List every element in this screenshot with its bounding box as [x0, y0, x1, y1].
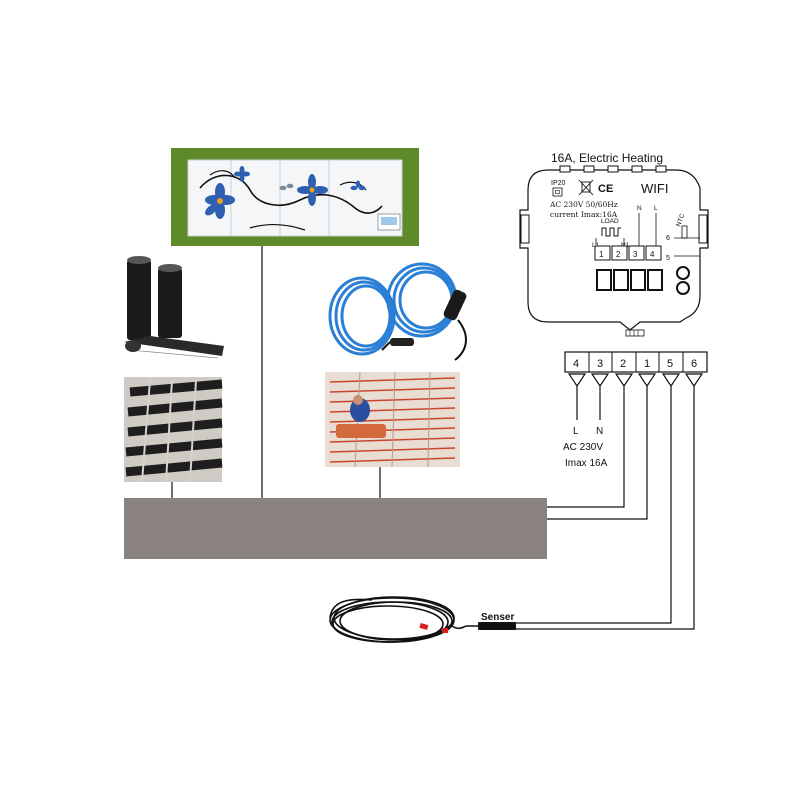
terminal-6-label: 6	[691, 358, 697, 370]
heating-connection-lines	[171, 246, 381, 498]
circular-connectors	[676, 266, 690, 295]
load-resistor-icon	[601, 227, 621, 237]
power-voltage: AC 230V	[563, 442, 603, 453]
internal-terminal-strip: 1 2 3 4	[594, 245, 662, 261]
heating-panel-image	[171, 148, 419, 246]
power-current: Imax 16A	[565, 458, 608, 469]
relay-blocks	[596, 269, 663, 291]
terminal-2-label: 2	[620, 358, 626, 370]
power-l-label: L	[573, 426, 579, 437]
terminal-3-label: 3	[597, 358, 603, 370]
right-terminal-5-label: 5	[666, 255, 670, 262]
pin-header	[625, 329, 645, 337]
terminal-5-label: 5	[667, 358, 673, 370]
cable-roll-mat	[336, 424, 386, 438]
ntc-label: NTC	[675, 212, 686, 227]
film-roll-2	[158, 268, 182, 338]
film-sheet	[124, 336, 224, 356]
thermostat-module: 16A, Electric Heating IP20 CE WIFI AC 23…	[519, 151, 709, 337]
double-insulation-icon	[552, 187, 563, 197]
sensor-label: Senser	[481, 612, 514, 623]
film-roll-1	[127, 260, 151, 340]
terminal-1-label: 1	[644, 358, 650, 370]
flower-medium	[297, 174, 328, 206]
internal-terminal-2: 2	[616, 250, 621, 259]
heating-cable-image	[328, 262, 467, 361]
spec-voltage: AC 230V 50/60Hz	[549, 200, 618, 209]
thermostat-title: 16A, Electric Heating	[551, 151, 663, 165]
internal-terminal-4: 4	[650, 250, 655, 259]
l-label: L	[654, 205, 658, 212]
sensor-probe	[478, 622, 516, 630]
right-terminal-6-label: 6	[666, 235, 670, 242]
power-input: L N AC 230V Imax 16A	[563, 386, 608, 469]
terminal-4-label: 4	[573, 358, 579, 370]
spec-current: current Imax:16A	[550, 210, 618, 219]
heating-film-floor-image	[124, 377, 223, 483]
internal-terminal-1: 1	[599, 250, 604, 259]
weee-bin-icon	[578, 179, 594, 196]
flower-small	[234, 166, 366, 191]
n-label: N	[637, 205, 642, 212]
floor-installation-image	[325, 371, 460, 468]
wifi-label: WIFI	[641, 181, 668, 196]
ce-mark: CE	[598, 183, 613, 195]
heating-film-roll-image	[124, 256, 234, 361]
terminal-block: 4 3 2 1 5 6	[564, 351, 708, 388]
power-n-label: N	[596, 426, 603, 437]
temperature-sensor: Senser	[329, 596, 516, 643]
heating-element-bar	[124, 498, 547, 559]
load-label: LOAD	[601, 218, 619, 225]
sensor-cable-coil	[329, 596, 467, 643]
ip-rating: IP20	[551, 180, 566, 187]
terminal-wires	[515, 386, 695, 630]
terminal-arrows	[567, 373, 704, 388]
flower-large	[205, 183, 235, 219]
internal-terminal-3: 3	[633, 250, 638, 259]
